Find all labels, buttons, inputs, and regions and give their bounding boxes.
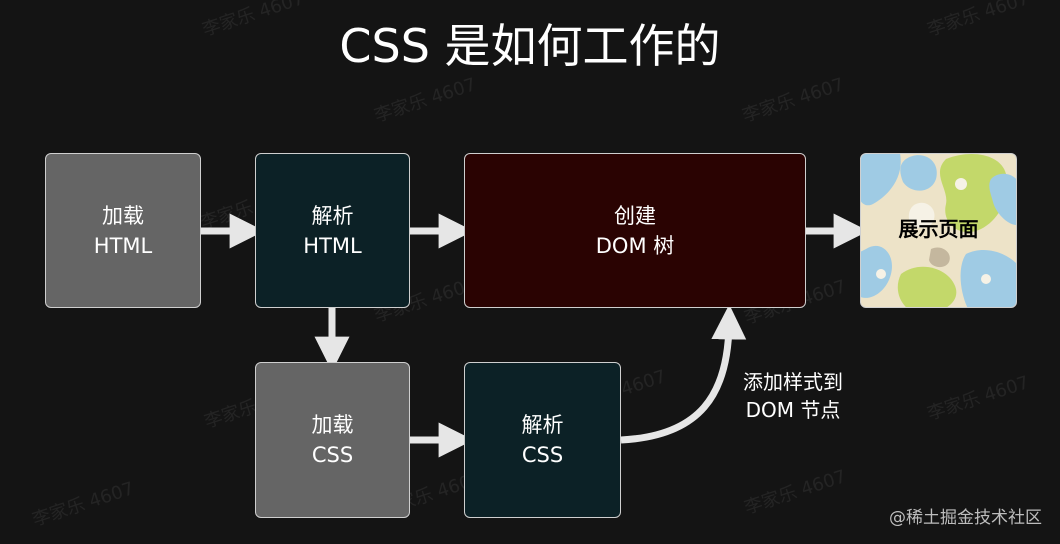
node-show-page-label: 展示页面 (898, 217, 979, 241)
node-parse-css-line1: 解析 (521, 413, 564, 437)
arrow-parse-css-to-dom (620, 304, 747, 444)
node-parse-html-line1: 解析 (311, 203, 354, 228)
node-load-html-line1: 加载 (102, 203, 144, 228)
credit-text: @稀土掘金技术社区 (889, 508, 1042, 528)
node-load-css-line1: 加载 (311, 413, 354, 437)
edge-label: 添加样式到 DOM 节点 (728, 368, 858, 424)
node-parse-html-line2: HTML (303, 233, 362, 258)
page-title: CSS 是如何工作的 (339, 19, 721, 73)
pattern-image (861, 154, 1016, 307)
node-load-css-line2: CSS (311, 443, 354, 467)
node-create-dom-line1: 创建 (614, 204, 656, 228)
node-load-html-line2: HTML (93, 233, 153, 258)
node-create-dom-line2: DOM 树 (595, 234, 675, 258)
node-show-page: 展示页面 (860, 153, 1017, 308)
node-create-dom: 创建 DOM 树 (464, 153, 806, 308)
node-load-css: 加载 CSS (255, 362, 410, 518)
edge-label-line2: DOM 节点 (745, 398, 841, 422)
node-parse-css-line2: CSS (521, 443, 564, 467)
node-load-html: 加载 HTML (45, 153, 201, 308)
node-parse-css: 解析 CSS (464, 362, 621, 518)
edge-label-line1: 添加样式到 (743, 370, 843, 394)
node-parse-html: 解析 HTML (255, 153, 410, 308)
